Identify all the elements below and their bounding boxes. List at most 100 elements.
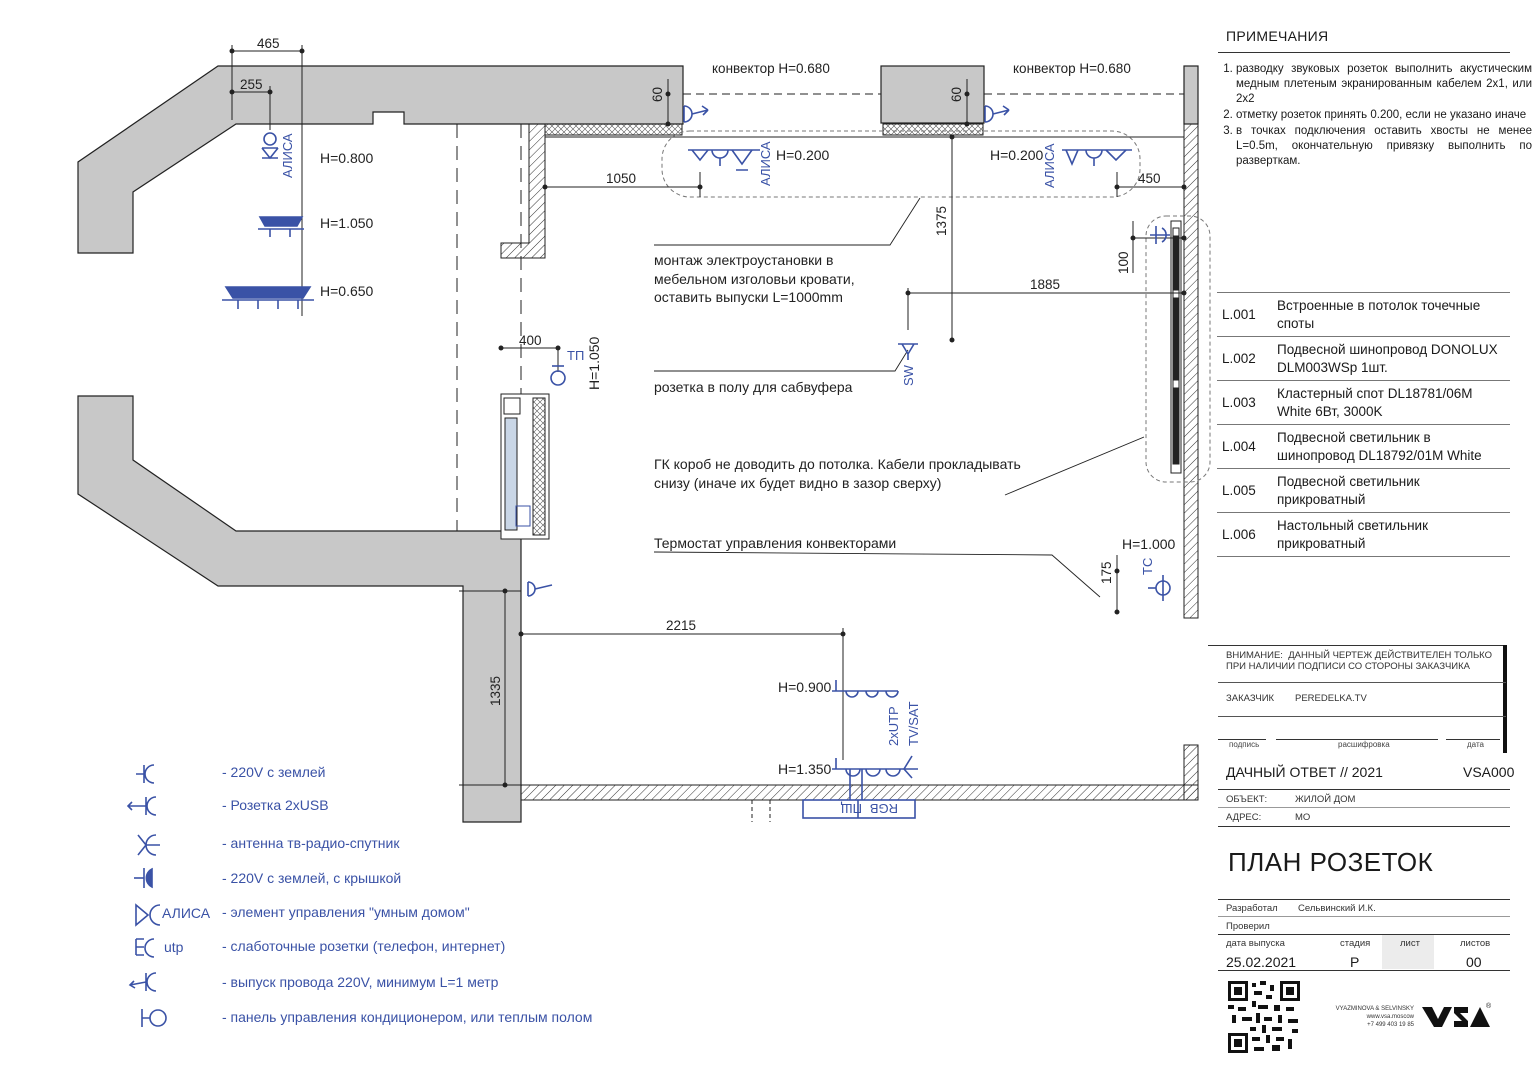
- light-code: L.003: [1217, 380, 1272, 425]
- project-name: ДАЧНЫЙ ОТВЕТ // 2021: [1226, 764, 1383, 780]
- label-alisa-bedhead-right: АЛИСА: [1042, 143, 1057, 188]
- dim-1885: 1885: [1030, 277, 1060, 292]
- legend-item: - элемент управления "умным домом": [222, 904, 470, 920]
- company-info: VYAZMINOVA & SELVINSKY www.vsa.moscow +7…: [1306, 1005, 1414, 1029]
- project-code: VSA000: [1463, 764, 1515, 780]
- wall-bottom: [520, 784, 1199, 801]
- wardrobe-niche: [500, 393, 550, 540]
- label-alisa-bedhead-left: АЛИСА: [758, 141, 773, 186]
- object-value: ЖИЛОЙ ДОМ: [1295, 794, 1356, 805]
- sw-symbol: [898, 343, 918, 360]
- floor-plan: 465 255 60 60 1050 450 1375 100 1885 400…: [77, 36, 1211, 823]
- socket-lid-icon: [134, 867, 153, 889]
- annotation-gk-2: снизу (иначе их будет видно в зазор свер…: [654, 475, 941, 491]
- socket-group-h0650: [222, 286, 314, 309]
- sheet-title: ПЛАН РОЗЕТОК: [1228, 847, 1434, 877]
- lowcurrent-socket-icon: [135, 938, 155, 958]
- legend-item: - 220V с землей: [222, 764, 326, 780]
- leader-lines: [653, 197, 1145, 598]
- convector-outlet-right: [984, 105, 1010, 123]
- label-convector-right: конвектор H=0.680: [1013, 61, 1131, 76]
- dashed-lines: [456, 93, 1211, 822]
- dim-100: 100: [1116, 251, 1131, 274]
- note-item: разводку звуковых розеток выполнить акус…: [1236, 62, 1532, 107]
- notes-divider: [1218, 52, 1510, 53]
- date-label: дата: [1467, 740, 1484, 749]
- wire-outlet-icon: [128, 972, 157, 992]
- annotation-gk-1: ГК короб не доводить до потолка. Кабели …: [654, 456, 1021, 472]
- height-h0200b: H=0.200: [990, 147, 1044, 163]
- developed-label: Разработал: [1226, 903, 1278, 914]
- wall-top-right-stub: [1183, 65, 1199, 125]
- height-h0900: H=0.900: [778, 679, 832, 695]
- wall-outlet-door: [527, 581, 553, 597]
- dim-255: 255: [240, 77, 263, 92]
- height-h1000: H=1.000: [1122, 536, 1176, 552]
- tp-symbol: [550, 365, 566, 386]
- legend-item: - Розетка 2xUSB: [222, 797, 329, 813]
- height-h1350: H=1.350: [778, 761, 832, 777]
- socket-ground-icon: [136, 764, 155, 784]
- wall-upper-bay: [77, 65, 684, 254]
- symbol-labels: АЛИСА АЛИСА АЛИСА ТП SW ТС 2xUTP TV/SAT …: [280, 133, 1155, 816]
- socket-group-h1350: [832, 755, 918, 800]
- stamp-bar: [1503, 645, 1507, 753]
- annotation-bed-3: оставить выпуски L=1000mm: [654, 289, 843, 305]
- label-utp: 2xUTP: [886, 706, 901, 746]
- dim-465: 465: [257, 36, 280, 51]
- sheets-label: листов: [1460, 938, 1491, 949]
- light-code: L.005: [1217, 468, 1272, 513]
- height-h1050: H=1.050: [320, 215, 374, 231]
- annotation-bed-1: монтаж электроустановки в: [654, 252, 833, 268]
- light-code: L.001: [1217, 292, 1272, 337]
- notes-title: ПРИМЕЧАНИЯ: [1226, 28, 1329, 44]
- dimension-texts: 465 255 60 60 1050 450 1375 100 1885 400…: [240, 36, 1161, 706]
- legend-label-alisa: АЛИСА: [162, 905, 211, 921]
- annotation-bed-2: мебельном изголовьи кровати,: [654, 271, 855, 287]
- legend-item: - антенна тв-радио-спутник: [222, 835, 400, 851]
- bedhead-sockets-left: [688, 149, 760, 171]
- stage-label: стадия: [1340, 938, 1371, 949]
- convector-outlet-left: [683, 105, 709, 123]
- control-panel-icon: [141, 1009, 167, 1027]
- company-name: VYAZMINOVA & SELVINSKY: [1335, 1006, 1414, 1012]
- dimension-points: [229, 48, 1187, 788]
- client-value: PEREDELKA.TV: [1295, 693, 1367, 704]
- dim-1375: 1375: [934, 206, 949, 236]
- exterior-walls: [77, 65, 1199, 823]
- dim-400: 400: [519, 333, 542, 348]
- label-rgb: RGB: [870, 801, 898, 816]
- developed-value: Сельвинский И.К.: [1298, 903, 1376, 914]
- bedhead-sockets-right: [1062, 149, 1132, 167]
- qr-code: [1228, 981, 1300, 1053]
- dim-1335: 1335: [488, 676, 503, 706]
- issue-label: дата выпуска: [1226, 938, 1285, 949]
- address-value: МО: [1295, 812, 1311, 823]
- socket-group-h1050: [258, 216, 304, 237]
- height-h1050-vertical: H=1.050: [586, 336, 602, 390]
- light-code: L.002: [1217, 336, 1272, 381]
- height-h0650: H=0.650: [320, 283, 374, 299]
- address-label: АДРЕС:: [1226, 812, 1262, 823]
- checked-label: Проверил: [1226, 921, 1270, 932]
- issue-value: 25.02.2021: [1226, 954, 1297, 970]
- dim-450: 450: [1138, 171, 1161, 186]
- sheet-label: лист: [1400, 938, 1420, 949]
- dim-2215: 2215: [666, 618, 696, 633]
- electrical-symbols: [222, 105, 1171, 819]
- sheet-cell: [1382, 935, 1434, 969]
- label-tc: ТС: [1140, 558, 1155, 575]
- legend-item: - панель управления кондиционером, или т…: [222, 1009, 593, 1025]
- height-h0800: H=0.800: [320, 150, 374, 166]
- partition-walls: [500, 123, 1199, 801]
- dimension-lines: [231, 45, 1184, 786]
- wall-lower-bay: [77, 395, 522, 823]
- plan-annotations: монтаж электроустановки в мебельном изго…: [654, 252, 1021, 551]
- legend-item: - слаботочные розетки (телефон, интернет…: [222, 938, 506, 954]
- gk-box-zone: [1145, 215, 1211, 483]
- socket-group-h0900: [832, 680, 899, 698]
